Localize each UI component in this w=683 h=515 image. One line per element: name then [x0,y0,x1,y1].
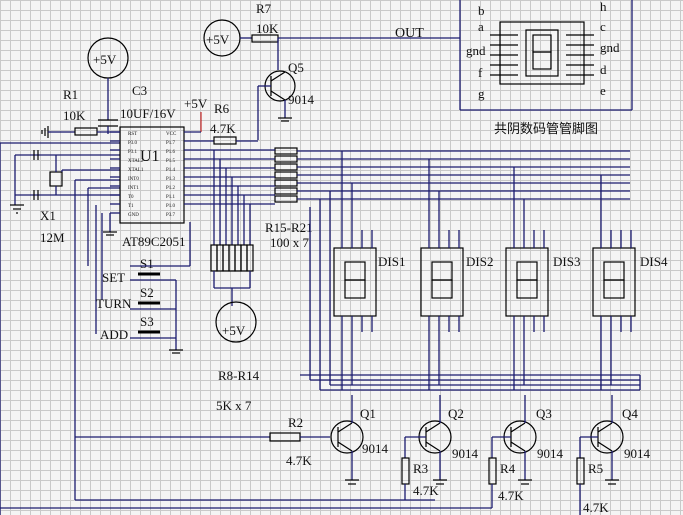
mcu-pin-left: XTAL1 [128,168,144,173]
mcu-pin-right: P1.2 [166,186,176,191]
base-resistor-name: R4 [500,461,516,476]
mcu-pin-right: P3.7 [166,213,176,218]
mcu-pin-right: P1.3 [166,177,176,182]
q5-type: 9014 [288,92,315,107]
btn-s1-label: S1 [140,256,154,271]
display-dis3: DIS3 [505,230,580,332]
vcc-top-label: +5V [206,32,230,47]
r1-value: 10K [63,108,86,123]
mcu-pin-right: VCC [166,132,177,137]
r6-value: 4.7K [210,121,236,136]
r1-name: R1 [63,87,78,102]
base-resistor-name: R5 [588,461,603,476]
c3-name: C3 [132,83,147,98]
mcu-pin-left: XTAL2 [128,159,144,164]
mcu-pin-left: GND [128,213,139,218]
r8-r14-value: 5K x 7 [216,398,252,413]
btn-s3-label: S3 [140,314,154,329]
base-resistor-name: R2 [288,415,303,430]
pinout-title: 共阴数码管管脚图 [494,121,598,137]
pinout-left-label: b [478,3,485,18]
transistor-name: Q4 [622,406,638,421]
mcu-pin-left: P3.1 [128,150,138,155]
btn-s2-label: S2 [140,285,154,300]
mcu-pin-left: P3.0 [128,141,138,146]
r15-r21-name: R15-R21 [265,220,313,235]
base-resistor-value: 4.7K [413,483,439,498]
resistor-pack-r8-r14: +5V R8-R14 5K x 7 [210,150,260,413]
r6-name: R6 [214,101,230,116]
pinout-left-label: g [478,86,485,101]
r7-name: R7 [256,1,272,16]
display-dis1: DIS1 [333,230,405,332]
reset-clock-section: +5V C3 10UF/16V R1 10K X1 12M [0,37,176,500]
transistor-type: 9014 [362,441,389,456]
pinout-right-label: c [600,19,606,34]
transistor-type: 9014 [537,446,564,461]
buttons: SET TURN ADD S1 S2 S3 [87,205,191,354]
vcc-mid-label: +5V [184,96,208,111]
out-label: OUT [395,26,424,41]
pinout-right-label: gnd [600,40,620,55]
pinout-right-label: e [600,83,606,98]
display-label: DIS1 [378,254,405,269]
display-dis4: DIS4 [592,230,668,332]
mcu-part: AT89C2051 [122,234,186,249]
mcu-pin-left: T0 [128,195,134,200]
btn-set-label: SET [102,270,125,285]
base-resistor-value: 4.7K [286,453,312,468]
display-label: DIS2 [466,254,493,269]
transistor-type: 9014 [624,446,651,461]
base-resistor-name: R3 [413,461,428,476]
output-stage: +5V R7 10K OUT Q5 9014 [203,1,460,140]
r8-r14-name: R8-R14 [218,368,260,383]
btn-turn-label: TURN [96,296,132,311]
pinout-left-label: f [478,65,483,80]
resistor-pack-r15-r21: R15-R21 100 x 7 [184,147,630,250]
mcu-pin-right: P1.1 [166,195,176,200]
x1-name: X1 [40,208,56,223]
btn-add-label: ADD [100,327,128,342]
mcu-pin-right: P1.4 [166,168,176,173]
display-dis2: DIS2 [420,230,493,332]
pinout-right-label: h [600,0,607,14]
transistor-type: 9014 [452,446,479,461]
mcu-pin-left: T1 [128,204,134,209]
mcu-pin-right: P1.5 [166,159,176,164]
pinout-left-label: a [478,19,484,34]
pinout-right-label: d [600,62,607,77]
driver-q3: Q3 9014 R4 4.7K [488,395,564,503]
displays: DIS1 DIS2 DIS3 [300,151,668,391]
mcu-pin-left: INT1 [128,186,139,191]
mcu-pin-left: INT0 [128,177,139,182]
driver-q1: R2 4.7K Q1 9014 [269,395,389,485]
r15-r21-value: 100 x 7 [270,235,310,250]
driver-q4: Q4 9014 R5 4.7K [576,395,651,515]
mcu-u1: U1 AT89C2051 RST P3.0 P3.1 XTAL2 XTAL1 I… [103,96,258,249]
mcu-pin-right: P1.7 [166,141,176,146]
c3-value: 10UF/16V [120,106,176,121]
transistor-name: Q2 [448,406,464,421]
mcu-pin-right: P1.0 [166,204,176,209]
display-label: DIS3 [553,254,580,269]
vcc-left-label: +5V [93,52,117,67]
display-label: DIS4 [640,254,668,269]
base-resistor-value: 4.7K [498,488,524,503]
pinout-diagram: b a gnd f g h c gnd d e 共阴数码管管脚图 [459,0,633,137]
q5-name: Q5 [288,60,304,75]
driver-q2: Q2 9014 R3 4.7K [401,395,479,498]
r7-value: 10K [256,21,279,36]
mcu-pin-left: RST [128,132,137,137]
mcu-pin-right: P1.6 [166,150,176,155]
base-resistor-value: 4.7K [583,500,609,515]
transistor-name: Q3 [536,406,552,421]
transistor-name: Q1 [360,406,376,421]
x1-value: 12M [40,230,65,245]
pinout-left-label: gnd [466,43,486,58]
mcu-ref: U1 [140,148,160,165]
digit-drivers: R2 4.7K Q1 9014 Q2 9014 R3 4. [0,143,651,515]
vcc-bottom-label: +5V [222,323,246,338]
